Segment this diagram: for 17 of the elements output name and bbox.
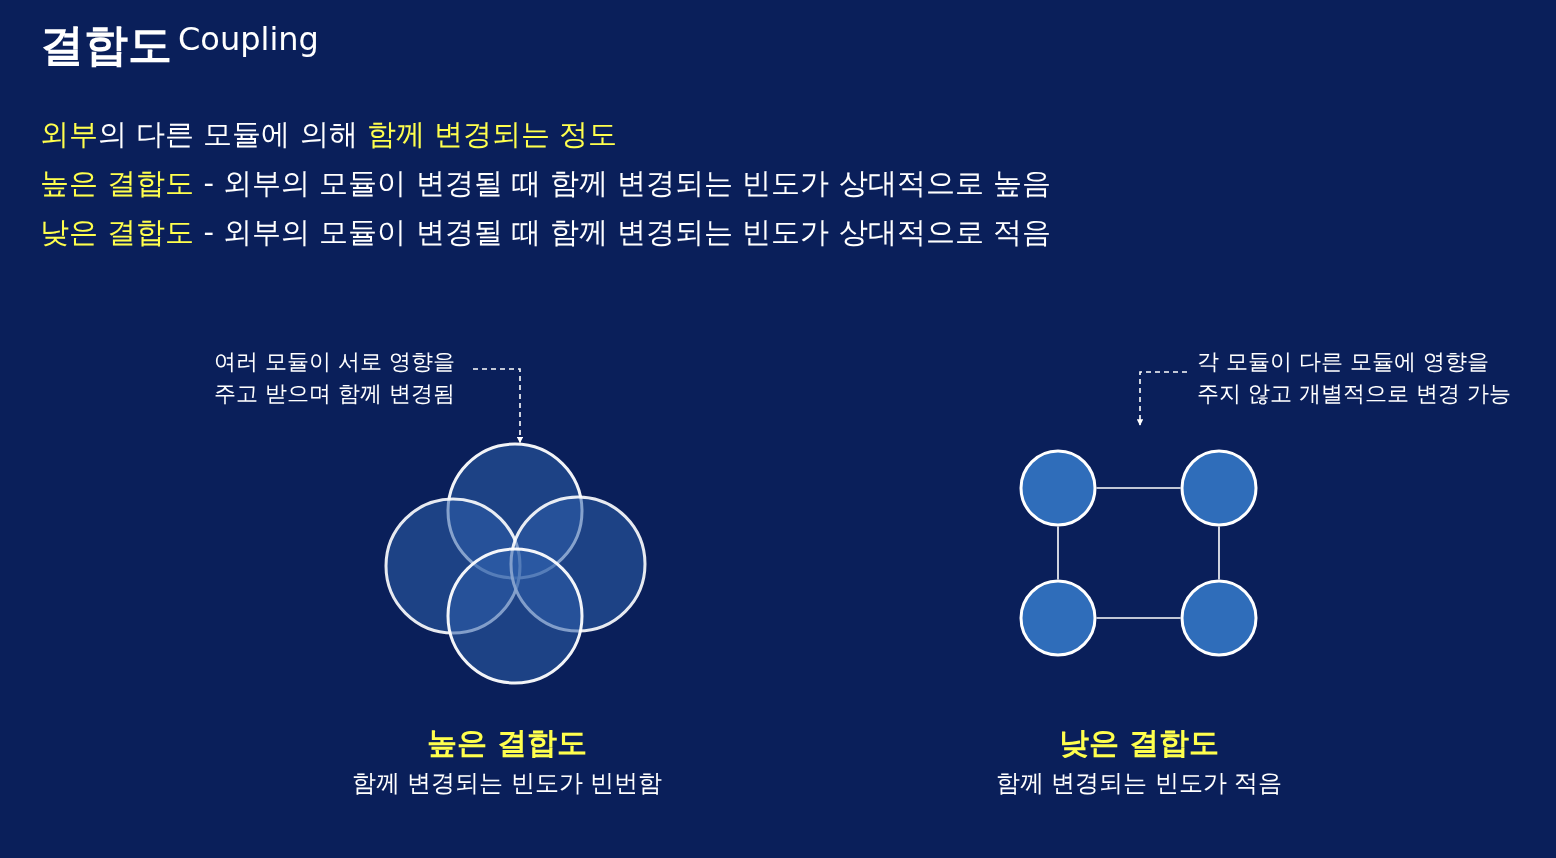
definition-text: 높은 결합도 - 외부의 모듈이 변경될 때 함께 변경되는 빈도가 상대적으로 높음: [40, 165, 1051, 202]
title: 결합도: [40, 18, 172, 72]
caption-text: 함께 변경되는 빈도가 빈번함: [351, 768, 663, 799]
leader-line: [472, 368, 524, 444]
definition-text: 외부의 다른 모듈에 의해 함께 변경되는 정도: [40, 116, 618, 153]
caption-heading: 높은 결합도: [427, 724, 588, 762]
subtitle: Coupling: [178, 20, 319, 58]
connector-line: [1095, 487, 1182, 489]
leader-line: [1136, 371, 1188, 426]
caption-heading: 낮은 결합도: [1059, 724, 1220, 762]
caption-text: 함께 변경되는 빈도가 적음: [995, 768, 1283, 799]
callout-text: 여러 모듈이 서로 영향을 주고 받으며 함께 변경됨: [214, 348, 456, 408]
connector-line: [1095, 617, 1182, 619]
connector-line: [1218, 525, 1220, 581]
callout-text: 각 모듈이 다른 모듈에 영향을 주지 않고 개별적으로 변경 가능: [1197, 348, 1512, 408]
definition-text: 낮은 결합도 - 외부의 모듈이 변경될 때 함께 변경되는 빈도가 상대적으로 적음: [40, 214, 1051, 251]
connector-line: [1057, 525, 1059, 581]
